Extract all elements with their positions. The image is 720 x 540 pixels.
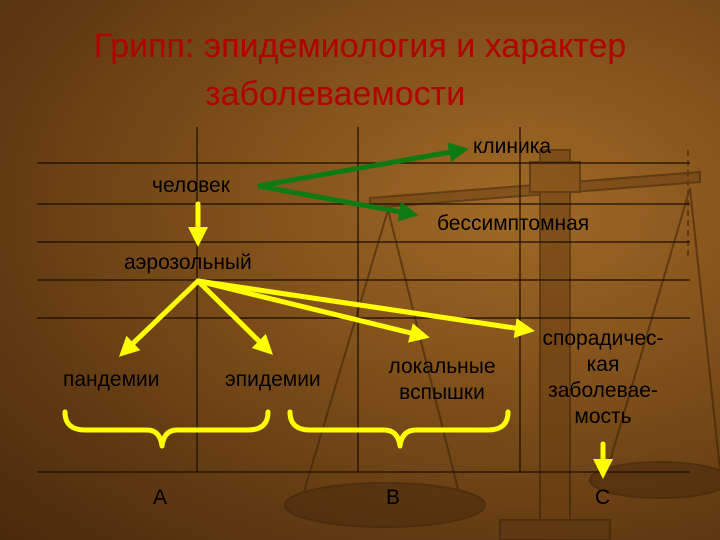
arrow-aerosol-to-pandemics <box>118 278 201 357</box>
group-label-b: B <box>386 486 401 509</box>
scales-base <box>499 519 611 540</box>
scales-left-pan <box>284 482 486 528</box>
brace-group-b <box>287 409 511 449</box>
slide-title-line-2: заболеваемости <box>205 75 466 113</box>
scales-string <box>299 209 389 506</box>
node-sporadic: спорадичес- кая заболевае- мость <box>542 327 664 428</box>
node-local-outbreaks: локальные вспышки <box>388 355 496 404</box>
node-aerosol: аэрозольный <box>124 251 252 274</box>
node-epidemics: эпидемии <box>225 368 321 391</box>
node-clinic: клиника <box>473 135 552 158</box>
arrow-aerosol-to-sporadic <box>195 278 535 338</box>
node-asymptomatic: бессимптомная <box>437 212 590 235</box>
brace-group-a <box>62 409 271 449</box>
arrow-human-to-asymptomatic <box>257 183 419 222</box>
arrow-aerosol-to-epidemics <box>195 278 273 355</box>
slide-title-line-1: Грипп: эпидемиология и характер <box>93 27 627 65</box>
scales-string <box>604 187 691 479</box>
scales-right-pan <box>589 461 720 499</box>
arrow-aerosol-to-local-outbreaks <box>195 278 430 343</box>
scales-pillar-top <box>529 161 581 193</box>
scales-string <box>689 187 720 471</box>
group-label-c: C <box>595 486 611 509</box>
group-label-a: A <box>153 486 168 509</box>
scales-pillar <box>539 149 571 540</box>
node-human: человек <box>152 174 230 197</box>
scales-string <box>387 209 463 506</box>
arrow-human-to-clinic <box>257 142 469 189</box>
node-pandemics: пандемии <box>63 368 160 391</box>
